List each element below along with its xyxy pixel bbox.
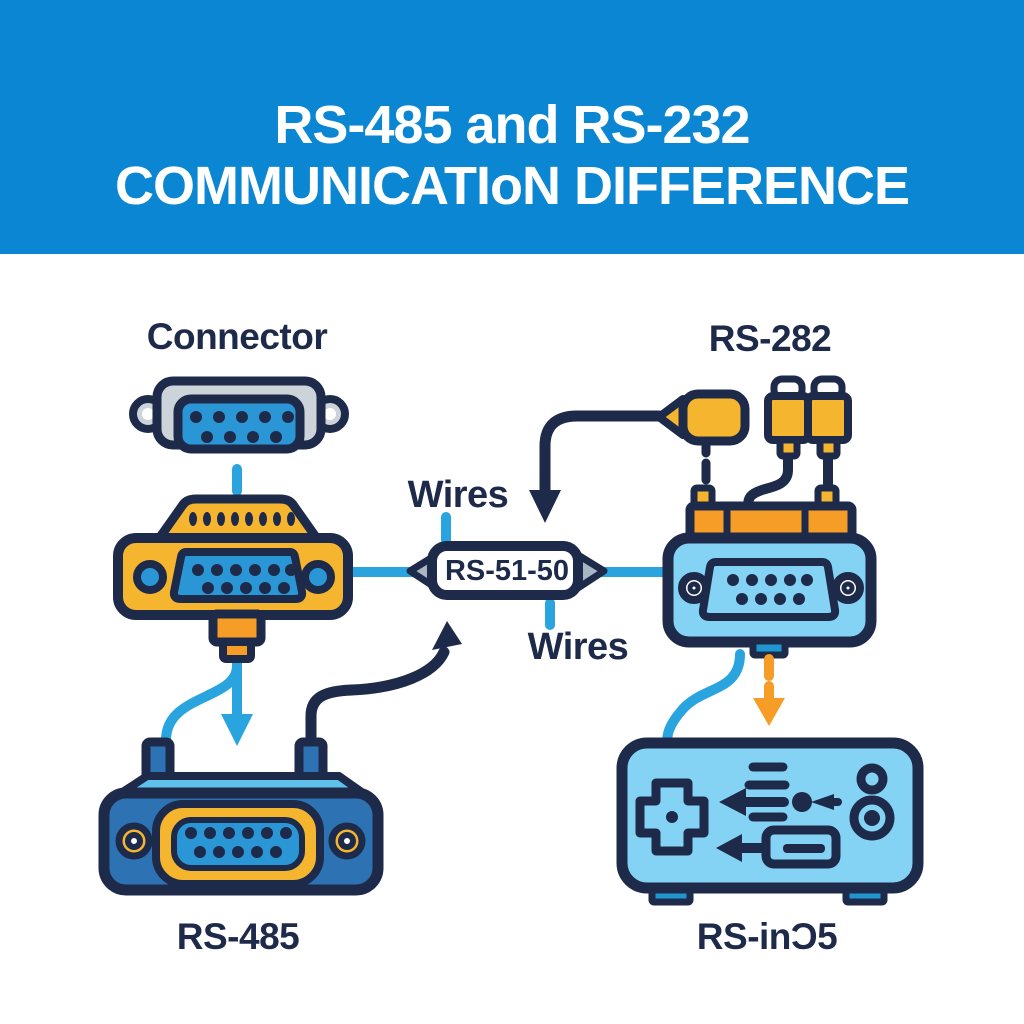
display-slot-icon: [761, 825, 841, 869]
left-arrow-mid-icon: [719, 788, 789, 816]
title-line-1: RS-485 and RS-232: [274, 95, 750, 155]
label-connector: Connector: [146, 316, 328, 357]
knob-small-icon: [856, 763, 888, 795]
yellow-connector-top-pins: [189, 512, 295, 526]
label-rs485: RS-485: [176, 916, 300, 957]
dpad-icon: [635, 778, 709, 856]
rs232-connector-pins: [727, 574, 813, 605]
device-panel-icon: [616, 737, 924, 906]
label-rs232: RS-282: [708, 318, 832, 359]
title-line-2: COMMUNICATIoN DIFFERENCE: [115, 156, 910, 216]
wire-blue-down-arrow: [161, 647, 253, 746]
header-banner: RS-485 and RS-232 COMMUNICATIoN DIFFEREN…: [0, 0, 1024, 254]
left-arrow-low-icon: [716, 834, 766, 862]
label-wires-bottom: Wires: [527, 626, 629, 668]
rs485-connector-pins: [185, 827, 292, 858]
gray-connector-pins: [190, 411, 294, 443]
rs485-yellow-connector-icon: [113, 494, 353, 663]
barrel-plug-icon: [655, 389, 750, 485]
yellow-connector-face-pins: [192, 564, 297, 594]
arrow-up-navy: [305, 621, 462, 747]
wires-badge-shape: [406, 541, 608, 600]
rs485-connector-icon: [98, 737, 384, 896]
rs232-connector-icon: [662, 484, 877, 659]
label-wires-top: Wires: [407, 474, 509, 516]
rca-plug-left-icon: [743, 375, 812, 511]
signal-lines-icon: [744, 762, 790, 822]
arrow-down-navy: [529, 410, 665, 523]
wire-rs232-to-device: [662, 649, 745, 749]
arrow-down-orange: [753, 654, 785, 726]
label-device: RS-inƆ5: [696, 916, 838, 957]
plug-dot-icon: [792, 792, 842, 812]
db9-gray-connector-icon: [129, 376, 349, 454]
knob-large-icon: [849, 795, 895, 841]
badge-text: RS-51-50: [444, 555, 570, 587]
